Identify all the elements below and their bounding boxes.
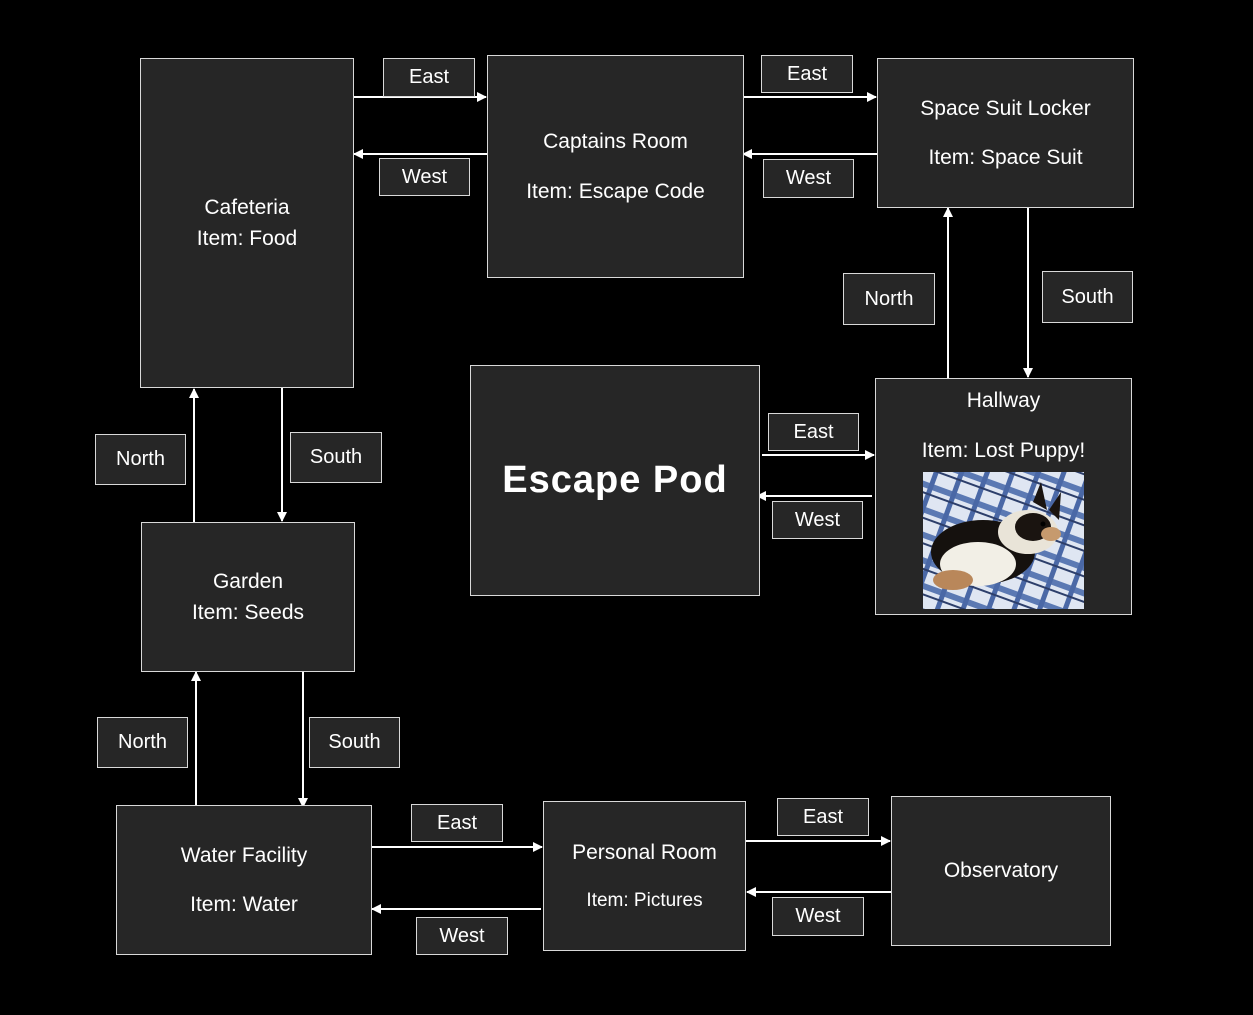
room-name: Space Suit Locker [920, 96, 1091, 120]
room-item: Item: Pictures [586, 889, 703, 911]
room-name: Garden [212, 569, 284, 593]
room-name: Captains Room [543, 130, 688, 153]
room-observatory: Observatory [891, 796, 1111, 946]
label-west: West [763, 159, 854, 198]
room-personal-room: Personal Room Item: Pictures [543, 801, 746, 951]
room-name: Observatory [943, 859, 1059, 883]
room-name: Cafeteria [204, 195, 290, 219]
label-north: North [843, 273, 935, 325]
label-east: East [411, 804, 503, 842]
label-east: East [761, 55, 853, 93]
label-west: West [772, 501, 863, 539]
room-space-suit-locker: Space Suit Locker Item: Space Suit [877, 58, 1134, 208]
label-west: West [416, 917, 508, 955]
room-item: Item: Water [190, 893, 298, 916]
label-north: North [95, 434, 186, 485]
label-west: West [379, 158, 470, 196]
label-south: South [309, 717, 400, 768]
room-name: Escape Pod [502, 459, 728, 501]
puppy-photo [923, 472, 1084, 609]
room-item: Item: Lost Puppy! [921, 438, 1086, 462]
room-item: Item: Food [196, 227, 298, 250]
label-south: South [290, 432, 382, 483]
room-name: Hallway [966, 389, 1041, 412]
room-cafeteria: Cafeteria Item: Food [140, 58, 354, 388]
label-east: East [383, 58, 475, 97]
label-west: West [772, 897, 864, 936]
room-item: Item: Seeds [191, 601, 305, 624]
room-name: Water Facility [180, 843, 308, 867]
room-garden: Garden Item: Seeds [141, 522, 355, 672]
room-item: Item: Escape Code [526, 179, 705, 203]
room-water-facility: Water Facility Item: Water [116, 805, 372, 955]
room-name: Personal Room [572, 841, 717, 864]
label-south: South [1042, 271, 1133, 323]
room-escape-pod: Escape Pod [470, 365, 760, 596]
label-east: East [768, 413, 859, 451]
room-captains-room: Captains Room Item: Escape Code [487, 55, 744, 278]
room-item: Item: Space Suit [928, 146, 1083, 169]
label-east: East [777, 798, 869, 836]
room-hallway: Hallway Item: Lost Puppy! [875, 378, 1132, 615]
label-north: North [97, 717, 188, 768]
